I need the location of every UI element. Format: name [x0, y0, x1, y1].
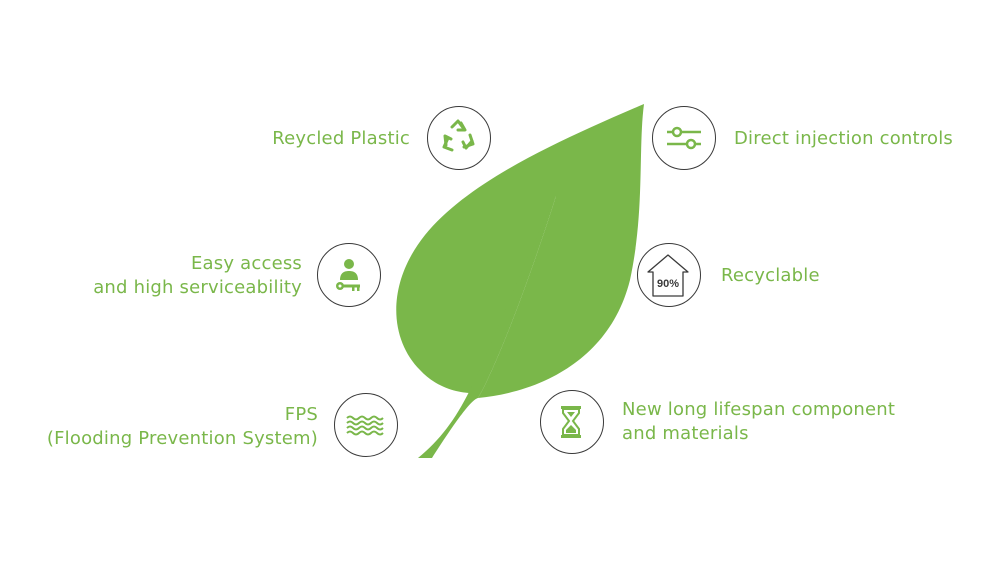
feature-text-line: and high serviceability: [93, 277, 302, 298]
feature-label-direct-injection: Direct injection controls: [734, 127, 953, 151]
recycle-icon: [442, 119, 475, 152]
person-key-icon: [336, 259, 360, 291]
feature-text-line: FPS: [284, 404, 318, 425]
feature-circle-direct-injection: [652, 106, 716, 170]
feature-circle-recyclable: 90%: [637, 243, 701, 307]
recyclable-percent-badge: 90%: [657, 278, 679, 290]
feature-label-recyclable: Recyclable: [721, 264, 820, 288]
feature-text-line: New long lifespan component: [622, 399, 896, 420]
feature-label-recycled-plastic: Reycled Plastic: [230, 127, 410, 151]
waves-icon: [346, 415, 384, 436]
feature-text-line: Easy access: [190, 253, 302, 274]
feature-label-lifespan: New long lifespan component and material…: [622, 398, 895, 446]
feature-circle-fps: [334, 393, 398, 457]
feature-label-fps: FPS (Flooding Prevention System): [20, 403, 318, 451]
feature-text-line: Recyclable: [721, 265, 820, 286]
sliders-icon: [667, 126, 701, 150]
feature-circle-lifespan: [540, 390, 604, 454]
feature-text-line: Direct injection controls: [734, 128, 953, 149]
feature-text-line: Reycled Plastic: [272, 128, 410, 149]
feature-circle-easy-access: [317, 243, 381, 307]
hourglass-icon: [561, 406, 581, 438]
leaf-blade: [396, 104, 644, 398]
feature-text-line: and materials: [622, 423, 749, 444]
house-percent-icon: 90%: [647, 254, 689, 297]
feature-label-easy-access: Easy access and high serviceability: [60, 252, 302, 300]
feature-circle-recycled-plastic: [427, 106, 491, 170]
feature-text-line: (Flooding Prevention System): [46, 428, 318, 449]
